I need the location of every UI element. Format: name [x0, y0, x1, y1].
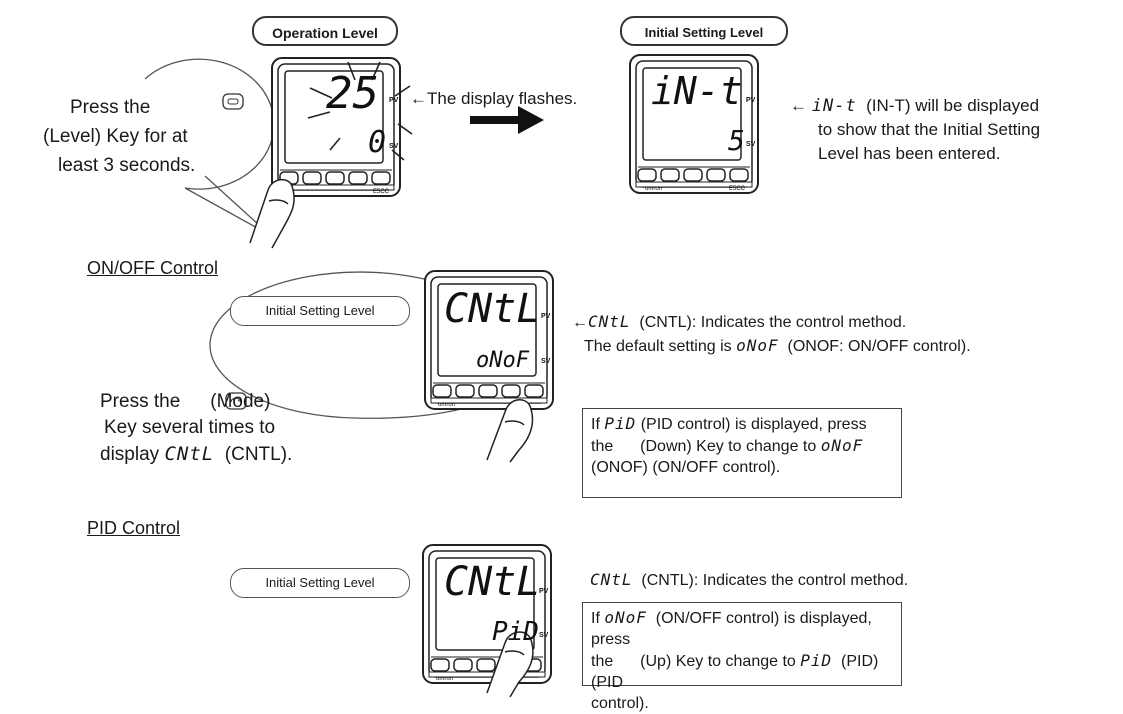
pv-tag: PV	[539, 588, 549, 595]
brand-label: omron	[436, 676, 453, 682]
pid-hint-line1: If oNoF (ON/OFF control) is displayed, p…	[591, 608, 872, 648]
bubble1-line2: (Level) Key for at	[43, 126, 188, 147]
d3-pv: CNtL	[444, 286, 540, 332]
onoff-note-line2: The default setting is oNoF (ONOF: ON/OF…	[584, 336, 971, 355]
flash-rays	[307, 61, 413, 161]
operation-level-label: Operation Level	[252, 16, 398, 46]
init-note-line2: to show that the Initial Setting	[818, 120, 1041, 139]
initial-setting-level-label: Initial Setting Level	[620, 16, 788, 46]
init-note-line3: Level has been entered.	[818, 144, 1001, 163]
bubble1-line1: Press the	[70, 97, 151, 118]
right-arrow	[470, 106, 544, 134]
d1-pv: 25	[326, 68, 379, 119]
bubble2-line3: display CNtL (CNTL).	[100, 443, 293, 465]
d2-sv: 5	[728, 124, 745, 157]
initial-setting-level-label-pid: Initial Setting Level	[230, 568, 410, 598]
pid-hint-box: If oNoF (ON/OFF control) is displayed, p…	[582, 602, 902, 712]
sv-tag: SV	[539, 632, 549, 639]
sv-tag: SV	[389, 143, 399, 150]
finger-press-level	[249, 178, 295, 249]
bubble2-line1: Press the(Mode)	[100, 391, 271, 412]
pid-hint-line3: control).	[591, 695, 649, 712]
init-note-line1: ← iN-t (IN-T) will be displayed	[790, 96, 1040, 116]
level-key-icon	[222, 93, 244, 110]
lcd-contents: 25 0 iN-t 5 CNtL oNoF CNtL PiD PV SV PV …	[326, 68, 756, 682]
brand-label: omron	[645, 186, 662, 192]
onoff-hint-line1: If PiD (PID control) is displayed, press	[591, 414, 867, 433]
pv-tag: PV	[541, 313, 551, 320]
d2-pv: iN-t	[651, 69, 743, 113]
model-label: E5CC	[373, 189, 390, 195]
pid-note: CNtL (CNTL): Indicates the control metho…	[590, 570, 909, 589]
onoff-hint-box: If PiD (PID control) is displayed, press…	[582, 408, 902, 498]
brand-label: omron	[438, 402, 455, 408]
model-label: E5CC	[729, 186, 746, 192]
flash-note: ←The display flashes.	[410, 89, 578, 108]
onoff-heading: ON/OFF Control	[87, 258, 219, 278]
initial-setting-level-label-onoff: Initial Setting Level	[230, 296, 410, 326]
d4-sv: PiD	[492, 617, 539, 647]
bubble2-line2: Key several times to	[104, 417, 276, 438]
pid-heading: PID Control	[87, 518, 181, 538]
bubble1-line3: least 3 seconds.	[58, 155, 196, 176]
pv-tag: PV	[746, 97, 756, 104]
d4-pv: CNtL	[444, 559, 540, 605]
finger-press-mode	[486, 399, 534, 463]
onoff-note-line1: ←CNtL (CNTL): Indicates the control meth…	[572, 312, 907, 331]
sv-tag: SV	[541, 358, 551, 365]
onoff-hint-line3: (ONOF) (ON/OFF control).	[591, 459, 781, 476]
pid-hint-line2: the (Up) Key to change to PiD (PID) (PID	[591, 651, 879, 691]
d3-sv: oNoF	[476, 348, 530, 373]
d1-sv: 0	[368, 125, 386, 160]
finger-press-up	[486, 631, 534, 697]
mode-key-icon	[225, 392, 247, 410]
pv-tag: PV	[389, 97, 399, 104]
onoff-hint-line2: the (Down) Key to change to oNoF	[591, 436, 864, 455]
sv-tag: SV	[746, 141, 756, 148]
